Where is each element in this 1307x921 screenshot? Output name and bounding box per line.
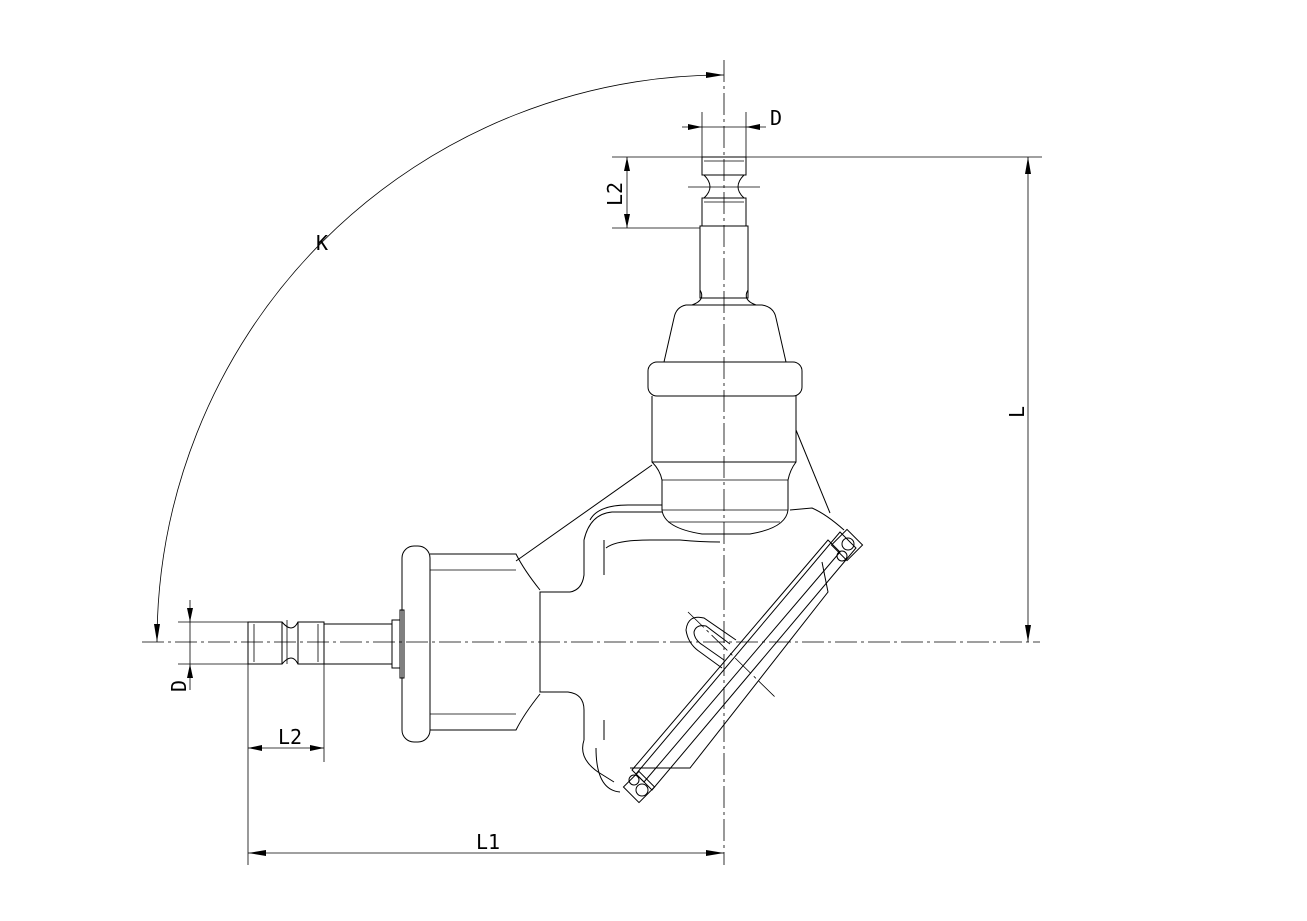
arc-k-label: K	[316, 231, 328, 255]
side-l2-label: L2	[278, 725, 302, 749]
dimension-width-l1: L1	[248, 830, 724, 856]
handle-loop	[685, 616, 737, 669]
dimension-height-l: L	[746, 156, 1042, 642]
valve-bonnet	[647, 304, 803, 535]
dimension-side-l2: L2	[247, 664, 325, 865]
left-bonnet-flange	[401, 545, 541, 743]
valve-body	[515, 429, 831, 783]
side-coupling	[247, 609, 405, 679]
top-coupling	[691, 156, 757, 306]
dimension-top-d: D	[682, 106, 782, 157]
top-l2-label: L2	[603, 182, 627, 206]
diagonal-center-line	[687, 611, 777, 699]
dimension-top-l2: L2	[603, 156, 702, 229]
diagonal-cover	[595, 507, 864, 804]
side-d-label: D	[167, 680, 191, 692]
dimension-side-d: D	[167, 600, 248, 692]
center-lines	[142, 60, 1040, 865]
top-d-label: D	[770, 106, 782, 130]
dimension-arc-k: K	[154, 72, 725, 643]
height-l-label: L	[1005, 406, 1029, 418]
width-l1-label: L1	[476, 830, 500, 854]
